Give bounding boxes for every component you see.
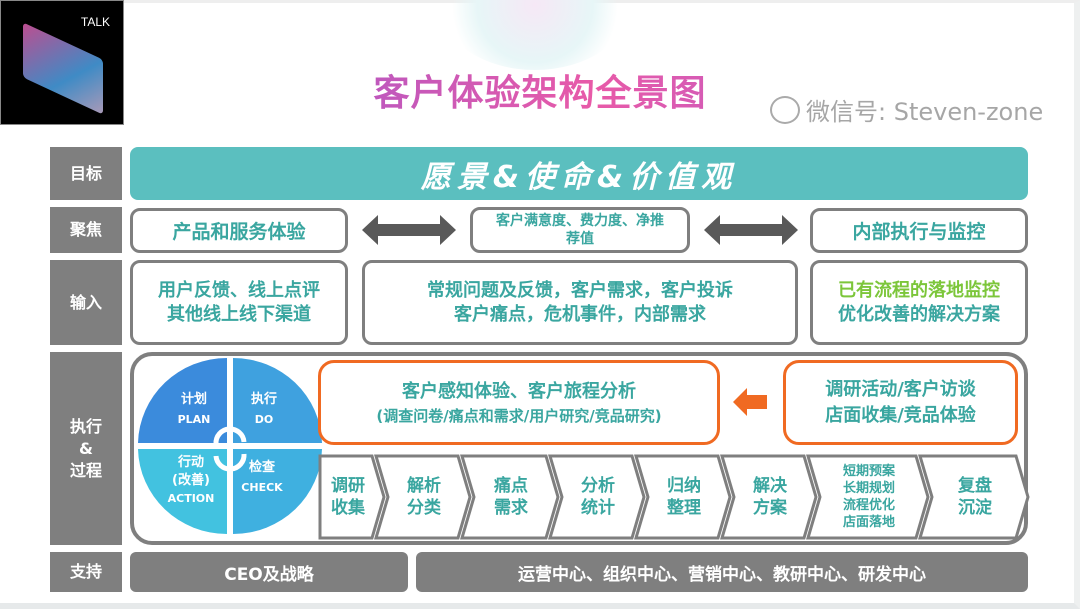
step-label: 沉淀 <box>958 498 992 518</box>
input-line: 常规问题及反馈，客户需求，客户投诉 <box>427 279 733 301</box>
step-label: 痛点 <box>494 476 528 496</box>
support-ceo: CEO及战略 <box>130 552 408 592</box>
label-line: 执行 <box>69 416 102 436</box>
process-container <box>130 352 1028 545</box>
step-label: 分析 <box>581 476 615 496</box>
logo-text: TALK <box>80 15 110 29</box>
process-step-7: 短期预案长期规划流程优化店面落地 <box>806 454 930 540</box>
input-line: 优化改善的解决方案 <box>838 303 1000 325</box>
process-step-6: 解决方案 <box>720 454 818 540</box>
row-label-focus: 聚焦 <box>50 207 122 253</box>
double-arrow-icon <box>362 215 456 245</box>
input-line: 其他线上线下渠道 <box>167 303 311 325</box>
input-channels-box: 用户反馈、线上点评其他线上线下渠道 <box>130 260 348 345</box>
step-label: 解析 <box>407 476 441 496</box>
step-label: 分类 <box>407 498 441 518</box>
process-step-3: 痛点需求 <box>460 454 560 540</box>
step-label: 统计 <box>581 498 615 518</box>
row-label-support: 支持 <box>50 552 122 592</box>
sources-box: 调研活动/客户访谈店面收集/竞品体验 <box>783 360 1018 445</box>
step-label: 流程优化 <box>842 498 895 513</box>
step-label: 方案 <box>753 498 787 518</box>
page-title: 客户体验架构全景图 <box>0 64 1080 116</box>
input-line: 已有流程的落地监控 <box>838 279 1000 301</box>
left-arrow-icon <box>733 388 767 416</box>
sources-line: 店面收集/竞品体验 <box>825 404 976 426</box>
metrics-line: 荐值 <box>566 231 594 247</box>
input-monitor-box: 已有流程的落地监控优化改善的解决方案 <box>810 260 1028 345</box>
wechat-icon <box>770 95 800 124</box>
watermark: 微信号: Steven-zone <box>770 92 1043 127</box>
talk-logo: TALK <box>0 0 124 125</box>
sources-line: 调研活动/客户访谈 <box>825 378 976 400</box>
step-label: 店面落地 <box>842 515 895 530</box>
double-arrow-icon <box>704 215 798 245</box>
row-label-goal: 目标 <box>50 147 122 200</box>
focus-product-box: 产品和服务体验 <box>130 208 348 253</box>
watermark-text: 微信号: Steven-zone <box>806 98 1044 126</box>
focus-metrics-box: 客户满意度、费力度、净推荐值 <box>470 207 690 253</box>
input-line: 用户反馈、线上点评 <box>158 279 320 301</box>
analysis-box: 客户感知体验、客户旅程分析 (调查问卷/痛点和需求/用户研究/竞品研究) <box>318 360 720 445</box>
step-label: 调研 <box>331 476 365 496</box>
row-label-input: 输入 <box>50 260 122 345</box>
analysis-title: 客户感知体验、客户旅程分析 <box>402 380 636 402</box>
focus-internal-box: 内部执行与监控 <box>810 208 1028 253</box>
process-step-8: 复盘沉淀 <box>918 454 1030 540</box>
step-label: 需求 <box>494 498 528 518</box>
step-label: 收集 <box>331 498 365 518</box>
analysis-subtitle: (调查问卷/痛点和需求/用户研究/竞品研究) <box>376 406 662 425</box>
process-step-1: 调研收集 <box>318 454 386 540</box>
step-label: 归纳 <box>667 476 701 496</box>
step-label: 长期规划 <box>842 481 895 496</box>
vision-banner: 愿景&使命&价值观 <box>130 147 1028 200</box>
label-line: & <box>79 438 93 458</box>
step-label: 复盘 <box>958 476 992 496</box>
label-line: 过程 <box>69 460 102 480</box>
step-label: 整理 <box>667 498 701 518</box>
process-step-5: 归纳整理 <box>634 454 732 540</box>
step-label: 短期预案 <box>842 464 895 479</box>
process-step-2: 解析分类 <box>374 454 472 540</box>
input-line: 客户痛点，危机事件，内部需求 <box>454 303 706 325</box>
metrics-line: 客户满意度、费力度、净推 <box>496 213 664 229</box>
support-centers: 运营中心、组织中心、营销中心、教研中心、研发中心 <box>416 552 1028 592</box>
process-step-4: 分析统计 <box>548 454 646 540</box>
pdca-action: 行动(改善)ACTION <box>167 455 215 505</box>
row-label-process: 执行&过程 <box>50 352 122 545</box>
input-issues-box: 常规问题及反馈，客户需求，客户投诉客户痛点，危机事件，内部需求 <box>362 260 798 345</box>
step-label: 解决 <box>753 476 787 496</box>
